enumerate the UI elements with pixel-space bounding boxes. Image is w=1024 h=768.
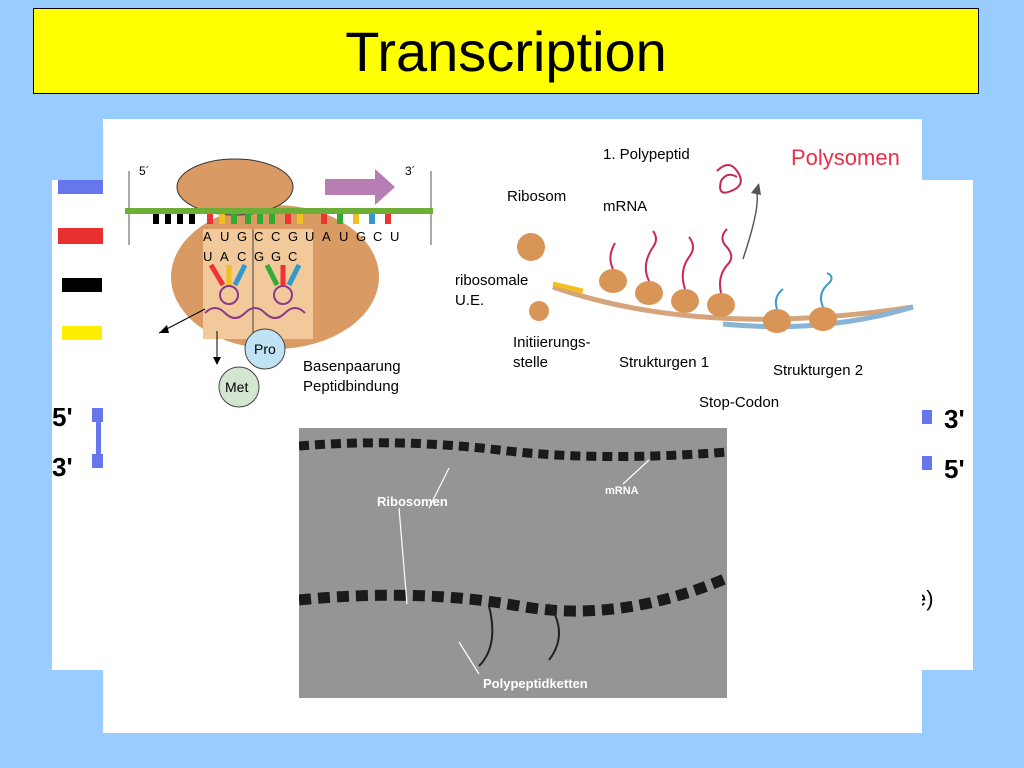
amino-acid-pro	[244, 328, 286, 370]
legend-swatch-black	[62, 278, 102, 292]
peptide-chain	[204, 307, 306, 319]
mrna-letter: U	[390, 229, 399, 244]
ribosomal-subunit-large	[517, 233, 545, 261]
polysome-diagram: Polysomen 1. Polypeptid Ribosom mRNA rib…	[455, 145, 914, 411]
amino-label-met: Met	[225, 379, 248, 395]
mrna-letter: G	[356, 229, 366, 244]
end-label-5-left: 5'	[52, 402, 73, 432]
ribosome	[763, 309, 791, 333]
mrna-letter-row: A U G C C G U A U G C U	[203, 229, 399, 244]
mrna-strand-gen1	[552, 284, 914, 322]
label-ribosomale: ribosomale	[455, 272, 528, 289]
label-initiierung: Initiierungs-	[513, 334, 591, 351]
direction-arrow-icon	[325, 169, 395, 205]
anticodon-letter: C	[288, 249, 297, 264]
mrna-letter: U	[220, 229, 229, 244]
polypeptide	[820, 272, 833, 308]
mrna-letter: U	[339, 229, 348, 244]
label-ue: U.E.	[455, 292, 484, 309]
electron-micrograph-svg: Ribosomen mRNA Polypeptidketten	[298, 428, 730, 768]
anticodon-letter: G	[254, 249, 264, 264]
ribosome-diagram: 5´ 3´ A U G	[125, 158, 433, 408]
mrna-nucleotides	[153, 214, 391, 224]
trna-right	[264, 263, 302, 305]
caption-basenpaarung: Basenpaarung	[303, 358, 401, 375]
initiation-site	[552, 281, 584, 294]
micrograph-label-ribosomen: Ribosomen	[377, 494, 448, 509]
end-label-5-right: 5'	[944, 454, 965, 484]
label-stelle: stelle	[513, 354, 548, 371]
micrograph-label-mrna: mRNA	[605, 485, 639, 497]
release-arrow-icon	[742, 188, 758, 260]
polypeptide	[644, 230, 657, 282]
legend-swatches	[58, 180, 104, 340]
free-polypeptide	[716, 164, 742, 194]
mrna-letter: G	[288, 229, 298, 244]
slide-title-box: Transcription	[33, 8, 979, 94]
ribosome	[599, 269, 627, 293]
ribosome	[809, 307, 837, 331]
label-polypeptid: 1. Polypeptid	[603, 146, 690, 163]
amino-acid-met	[218, 366, 260, 408]
ribosomal-subunit-small	[529, 301, 549, 321]
electron-micrograph: Ribosomen mRNA Polypeptidketten	[298, 428, 730, 768]
polysome-title: Polysomen	[791, 145, 900, 170]
polypeptide	[681, 236, 694, 290]
micrograph-label-polypeptide: Polypeptidketten	[483, 676, 588, 691]
label-ribosom: Ribosom	[507, 188, 566, 205]
five-prime-label: 5´	[139, 164, 150, 178]
mrna-letter: C	[254, 229, 263, 244]
mrna-letter: C	[373, 229, 382, 244]
polysome-lower	[298, 572, 730, 617]
end-label-3-left: 3'	[52, 452, 73, 482]
slide-title: Transcription	[345, 19, 667, 83]
mrna-letter: U	[305, 229, 314, 244]
ribosome	[635, 281, 663, 305]
mrna-letter: C	[271, 229, 280, 244]
foreground-figure: 5´ 3´ A U G	[103, 119, 922, 768]
three-prime-label: 3´	[405, 164, 416, 178]
anticodon-letter: A	[220, 249, 229, 264]
polysome-upper	[298, 438, 728, 462]
ribosome	[671, 289, 699, 313]
anticodon-letter: U	[203, 249, 212, 264]
ribosome-small-subunit	[176, 158, 294, 216]
caption-peptidbindung: Peptidbindung	[303, 378, 399, 395]
mrna-letter: G	[237, 229, 247, 244]
label-strukturgen-1: Strukturgen 1	[619, 354, 709, 371]
polypeptide	[609, 242, 616, 270]
label-mrna: mRNA	[603, 198, 647, 215]
mrna-letter: A	[322, 229, 331, 244]
trna-left	[208, 263, 248, 305]
dna-strand-right	[922, 410, 932, 470]
anticodon-letter-row: U A C G G C	[203, 249, 297, 264]
dna-strand-left	[92, 408, 104, 468]
label-strukturgen-2: Strukturgen 2	[773, 362, 863, 379]
anticodon-letter: C	[237, 249, 246, 264]
legend-swatch-blue	[58, 180, 104, 194]
label-stop-codon: Stop-Codon	[699, 394, 779, 411]
anticodon-letter: G	[271, 249, 281, 264]
polypeptide	[719, 228, 733, 294]
end-label-3-right: 3'	[944, 404, 965, 434]
mrna-letter: A	[203, 229, 212, 244]
ribosome	[707, 293, 735, 317]
amino-label-pro: Pro	[254, 341, 276, 357]
legend-swatch-yellow	[62, 326, 102, 340]
polypeptide	[774, 288, 784, 310]
legend-swatch-red	[58, 228, 104, 244]
